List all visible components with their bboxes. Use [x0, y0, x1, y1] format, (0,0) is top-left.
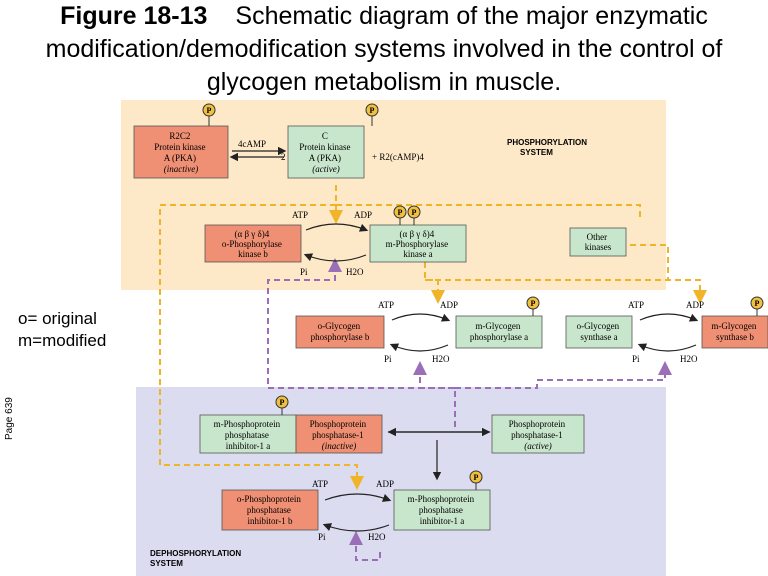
r2-camp-label: + R2(cAMP)4	[372, 152, 424, 162]
phosphorylase-kinase-a-box	[369, 224, 467, 263]
svg-text:P: P	[207, 106, 212, 115]
note-original: o= original	[18, 309, 97, 328]
p-badge-gp-a: P	[526, 296, 540, 316]
p-badge-pka-inactive: P	[202, 103, 216, 126]
atp-label-2: ATP	[378, 300, 394, 310]
glycogen-synthase-b-box	[701, 315, 768, 349]
svg-text:P: P	[370, 106, 375, 115]
glycogen-phosphorylase-b-box	[295, 315, 385, 349]
glycogen-phosphorylase-a-text: m-Glycogen phosphorylase a	[470, 321, 528, 342]
h2o-label-4: H2O	[368, 532, 386, 542]
kinase-pathways	[159, 185, 707, 490]
pp1-active-text: Phosphoprotein phosphatase-1 (active)	[509, 419, 568, 451]
glycogen-phosphorylase-b-text: o-Glycogen phosphorylase b	[311, 321, 370, 342]
pka-inactive-box	[133, 125, 229, 179]
pi-label-2: Pi	[384, 354, 392, 364]
pi-label-4: Pi	[318, 532, 326, 542]
svg-text:P: P	[280, 398, 285, 407]
other-kinases-text: Other kinases	[585, 232, 612, 252]
reaction-arrows	[229, 146, 699, 532]
adp-label-2: ADP	[440, 300, 458, 310]
p-badge-phk-a-2: P	[407, 205, 421, 225]
pi-label-1: Pi	[300, 267, 308, 277]
atp-label-3: ATP	[628, 300, 644, 310]
svg-text:P: P	[412, 208, 417, 217]
pka-active-text: C Protein kinase A (PKA) (active)	[299, 131, 353, 174]
dephosphorylation-system-label-2: SYSTEM	[150, 559, 183, 568]
adp-label-3: ADP	[686, 300, 704, 310]
phosphorylase-kinase-b-box	[204, 224, 302, 263]
other-kinases-box	[569, 227, 627, 257]
phosphorylation-system-label-2: SYSTEM	[520, 148, 553, 157]
atp-label-4: ATP	[312, 479, 328, 489]
pi-label-3: Pi	[632, 354, 640, 364]
adp-label-1: ADP	[354, 210, 372, 220]
phosphate-badges: P P P P P P P P	[202, 103, 764, 490]
atp-label-1: ATP	[292, 210, 308, 220]
p-badge-pka-active: P	[365, 103, 379, 126]
h2o-label-3: H2O	[680, 354, 698, 364]
dephosphorylation-system-label: DEPHOSPHORYLATION	[150, 549, 241, 558]
pp1-inactive-box	[295, 414, 383, 454]
p-badge-inh1-a-bottom: P	[469, 470, 483, 490]
adp-label-4: ADP	[376, 479, 394, 489]
glycogen-phosphorylase-a-box	[455, 315, 543, 349]
abbreviation-note: o= original m=modified	[18, 308, 106, 352]
svg-text:P: P	[474, 473, 479, 482]
glycogen-synthase-a-text: o-Glycogen synthase a	[577, 321, 622, 342]
phosphorylation-system-label: PHOSPHORYLATION	[507, 138, 587, 147]
figure-caption: Schematic diagram of the major enzymatic…	[45, 2, 723, 96]
p-badge-gs-b: P	[750, 296, 764, 316]
h2o-label-1: H2O	[346, 267, 364, 277]
p-badge-inh1-a-top: P	[275, 395, 289, 415]
inhibitor-1-a-top-text: m-Phosphoprotein phosphatase inhibitor-1…	[214, 419, 283, 451]
inhibitor-1-b-text: o-Phosphoprotein phosphatase inhibitor-1…	[237, 494, 303, 526]
camp-label: 4cAMP	[238, 139, 266, 149]
coefficient-2-label: 2	[281, 152, 286, 162]
p-badge-phk-a-1: P	[393, 205, 407, 225]
inhibitor-1-a-bottom-text: m-Phosphoprotein phosphatase inhibitor-1…	[408, 494, 477, 526]
pka-active-box	[287, 125, 365, 179]
pp1-active-box	[491, 414, 585, 454]
pp1-inactive-text: Phosphoprotein phosphatase-1 (inactive)	[310, 419, 369, 451]
phosphatase-pathways	[267, 258, 672, 561]
phosphorylase-kinase-b-text: (α β γ δ)4 o-Phosphorylase kinase b	[222, 229, 284, 259]
svg-text:P: P	[755, 299, 760, 308]
inhibitor-1-a-top-box	[199, 414, 297, 454]
pka-inactive-text: R2C2 Protein kinase A (PKA) (inactive)	[154, 131, 208, 174]
glycogen-synthase-a-box	[565, 315, 633, 349]
svg-text:P: P	[531, 299, 536, 308]
svg-text:P: P	[398, 208, 403, 217]
figure-label: Figure 18-13	[60, 2, 208, 30]
inhibitor-1-b-box	[221, 489, 319, 531]
note-modified: m=modified	[18, 331, 107, 350]
glycogen-synthase-b-text: m-Glycogen synthase b	[711, 321, 758, 342]
h2o-label-2: H2O	[432, 354, 450, 364]
phosphorylase-kinase-a-text: (α β γ δ)4 m-Phosphorylase kinase a	[386, 229, 451, 259]
inhibitor-1-a-bottom-box	[393, 489, 491, 531]
